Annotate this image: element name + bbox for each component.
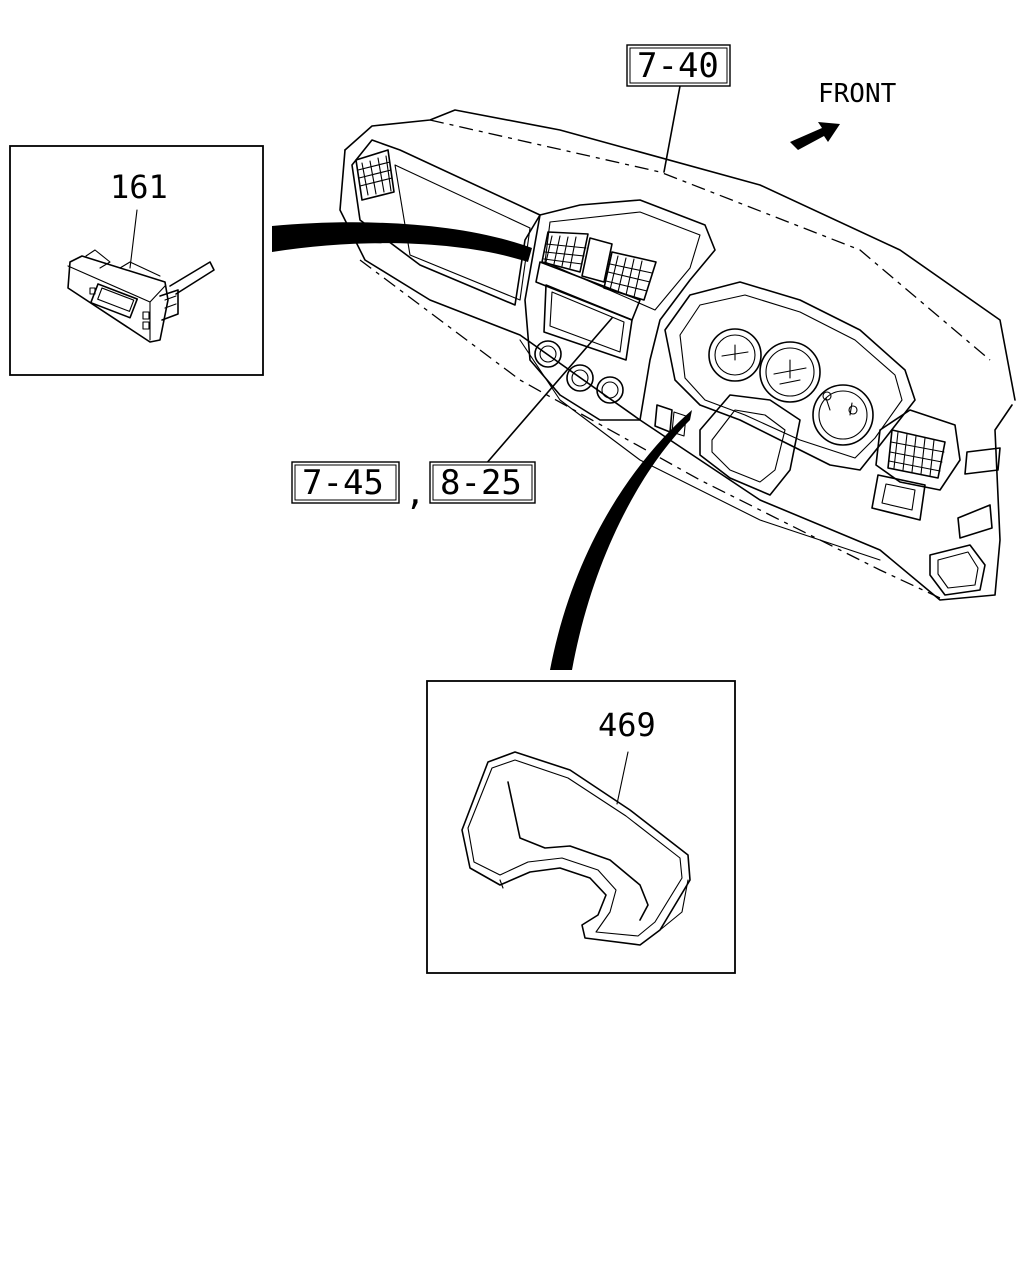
ref-box-7-40[interactable]: 7-40	[626, 44, 731, 87]
ref-box-8-25[interactable]: 8-25	[429, 461, 536, 504]
front-direction-arrow	[790, 122, 840, 150]
ref-box-7-45[interactable]: 7-45	[291, 461, 400, 504]
inset-part-161: 161	[9, 145, 264, 376]
leader-7-40	[663, 85, 681, 173]
part-469-label: 469	[598, 706, 656, 744]
ref-7-45-label: 7-45	[302, 463, 384, 503]
part-161-label: 161	[110, 168, 168, 206]
ref-separator-comma: ,	[405, 473, 425, 513]
ref-8-25-label: 8-25	[440, 463, 522, 503]
leader-7-45-8-25	[484, 317, 613, 466]
dashboard-illustration	[339, 109, 1016, 601]
ref-7-40-label: 7-40	[637, 46, 719, 86]
callout-arrow-469	[550, 410, 692, 670]
callout-arrow-161	[272, 222, 532, 262]
inset-part-469: 469	[426, 680, 736, 974]
front-label: FRONT	[818, 79, 897, 109]
